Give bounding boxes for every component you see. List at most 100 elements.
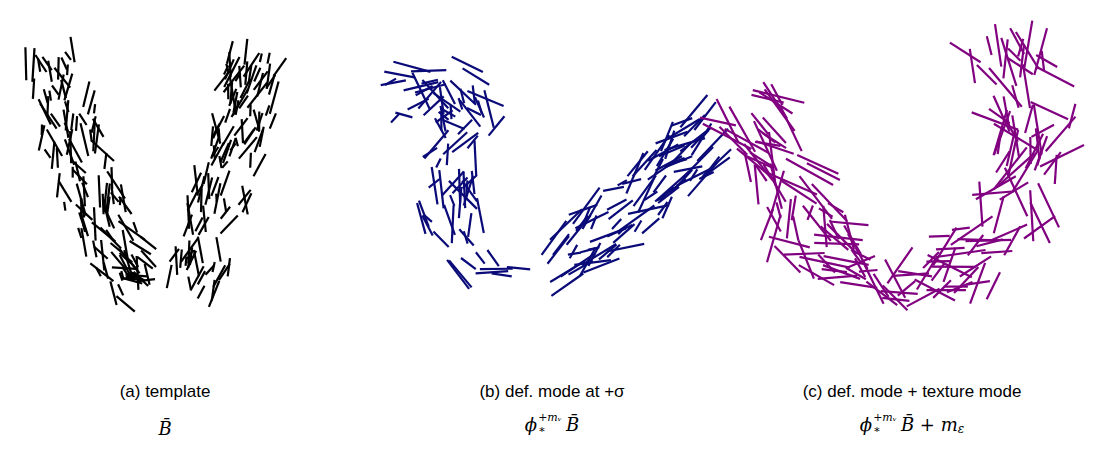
caption-text: (c) def. mode + texture mode bbox=[803, 382, 1022, 401]
segment bbox=[69, 139, 82, 163]
segment bbox=[847, 256, 875, 268]
segment bbox=[73, 169, 87, 184]
segment bbox=[656, 156, 683, 170]
segment bbox=[269, 75, 275, 95]
segment bbox=[584, 207, 590, 222]
segment bbox=[1007, 129, 1016, 166]
segment bbox=[59, 75, 64, 100]
segment bbox=[472, 171, 475, 194]
segment bbox=[212, 113, 220, 143]
segment bbox=[550, 209, 582, 240]
segment bbox=[981, 251, 1012, 253]
segment bbox=[674, 166, 703, 172]
segment bbox=[823, 206, 826, 247]
caption-text: (a) template bbox=[120, 382, 211, 401]
segment bbox=[48, 61, 52, 82]
segment bbox=[866, 282, 897, 305]
segment bbox=[393, 62, 430, 72]
segment bbox=[187, 251, 196, 270]
segment bbox=[645, 192, 658, 200]
segment bbox=[1036, 128, 1040, 159]
segment bbox=[701, 157, 730, 178]
segment bbox=[228, 258, 230, 276]
segment bbox=[244, 127, 255, 144]
segment bbox=[915, 280, 955, 301]
segment bbox=[507, 267, 530, 269]
segment bbox=[52, 142, 55, 169]
segment bbox=[126, 275, 147, 277]
segment bbox=[1036, 55, 1057, 67]
segment bbox=[57, 148, 58, 168]
segment bbox=[124, 278, 142, 283]
segment bbox=[39, 125, 45, 150]
segment bbox=[642, 218, 659, 233]
segment bbox=[51, 114, 60, 127]
superscript: +mᵥ bbox=[538, 412, 562, 424]
segment bbox=[475, 97, 484, 117]
segment bbox=[658, 202, 667, 215]
script-stack: +mᵥ∗ bbox=[538, 412, 562, 436]
segment bbox=[167, 265, 172, 288]
math-symbol: ϕ bbox=[860, 414, 872, 435]
segment bbox=[439, 170, 443, 208]
segment bbox=[52, 86, 59, 95]
segment bbox=[807, 163, 840, 180]
segment bbox=[116, 296, 134, 312]
segment bbox=[994, 196, 1004, 233]
segment bbox=[944, 286, 968, 288]
segment bbox=[1032, 125, 1055, 137]
segment bbox=[93, 241, 96, 258]
segment bbox=[257, 73, 263, 97]
segment bbox=[551, 274, 583, 296]
segment bbox=[83, 81, 89, 107]
segment bbox=[1038, 183, 1059, 227]
segment bbox=[404, 82, 439, 90]
segment bbox=[477, 198, 484, 233]
segment bbox=[218, 128, 221, 140]
segment bbox=[1030, 190, 1033, 241]
segment bbox=[929, 235, 950, 238]
segment bbox=[221, 215, 238, 233]
segment bbox=[452, 205, 454, 243]
segment bbox=[100, 227, 121, 248]
segment bbox=[671, 118, 692, 126]
segment bbox=[90, 263, 113, 281]
segment bbox=[786, 159, 833, 185]
segment bbox=[862, 260, 883, 304]
segment bbox=[71, 114, 73, 131]
segment bbox=[64, 202, 65, 211]
segment bbox=[436, 110, 453, 122]
subscript: ∗ bbox=[538, 424, 545, 436]
segment bbox=[229, 138, 235, 156]
segment bbox=[784, 253, 825, 255]
segment bbox=[960, 256, 991, 276]
segment bbox=[989, 109, 1010, 124]
segment bbox=[268, 53, 270, 64]
segment bbox=[234, 118, 247, 136]
segment bbox=[249, 153, 252, 168]
segment bbox=[216, 237, 220, 262]
segment bbox=[435, 118, 446, 138]
segment bbox=[887, 247, 912, 283]
segment bbox=[803, 206, 831, 241]
segment bbox=[771, 171, 784, 216]
segment bbox=[81, 123, 89, 156]
segment bbox=[224, 66, 245, 93]
segment bbox=[213, 262, 215, 272]
segment bbox=[65, 52, 71, 60]
segment bbox=[828, 203, 843, 212]
segment bbox=[90, 130, 92, 142]
script-stack: +mᵥ∗ bbox=[873, 412, 897, 436]
segment bbox=[82, 183, 88, 198]
segment bbox=[1020, 44, 1024, 77]
segment bbox=[61, 58, 67, 70]
segment bbox=[121, 184, 126, 212]
segment bbox=[203, 206, 206, 232]
segment bbox=[799, 265, 834, 285]
segment bbox=[753, 90, 805, 103]
segment bbox=[94, 104, 95, 113]
segment bbox=[221, 171, 230, 196]
math-formula: B̄ bbox=[158, 418, 171, 439]
segment bbox=[385, 79, 396, 85]
segment bbox=[692, 124, 712, 156]
